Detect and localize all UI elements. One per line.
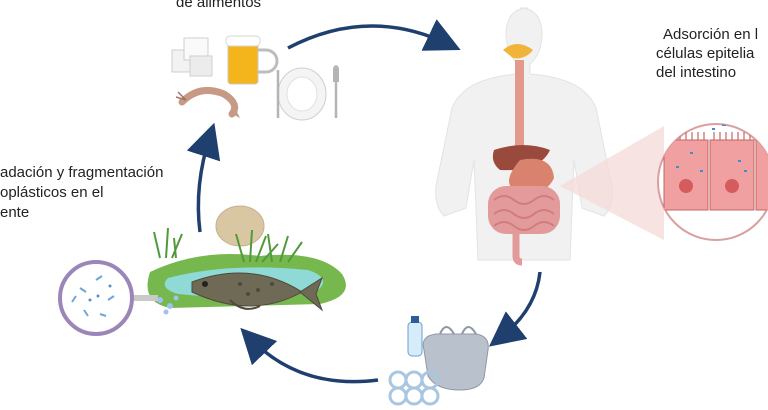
epithelial-cells-zoom	[657, 123, 768, 241]
plastic-bottle-icon	[407, 321, 423, 357]
arrow-waste-to-environment	[240, 327, 379, 384]
cutlery-icon	[276, 65, 339, 118]
grass-icon	[153, 227, 303, 263]
zoom-projection	[560, 126, 664, 240]
label-absorption-line2: células epitelia	[656, 45, 755, 62]
label-degradation-line2: oplásticos en el	[0, 184, 104, 201]
microplastic-dots	[157, 295, 179, 315]
label-degradation-line3: ente	[0, 204, 30, 221]
plastic-waste-illustration	[388, 316, 489, 406]
microplastics-magnified-icon	[58, 260, 158, 336]
plastic-bag-icon	[422, 333, 489, 391]
plate-icon	[277, 67, 327, 121]
environment-illustration	[147, 205, 346, 315]
label-absorption-line3: del intestino	[656, 64, 737, 81]
arrow-food-to-body	[287, 19, 461, 51]
esophagus-shape	[515, 60, 524, 160]
sugar-cubes-icon	[171, 37, 213, 77]
arrow-environment-to-food	[186, 122, 221, 233]
food-illustration	[171, 35, 339, 121]
six-pack-rings-icon	[388, 370, 440, 406]
human-body-illustration	[435, 7, 613, 266]
shrimp-icon	[175, 86, 240, 118]
arrow-body-to-waste	[488, 271, 542, 347]
label-degradation-line1: adación y fragmentación	[0, 164, 164, 181]
mouth-shape	[503, 44, 533, 59]
label-food: de alimentos	[176, 0, 262, 11]
fish-icon	[191, 272, 324, 312]
beer-mug-icon	[225, 35, 279, 85]
soil-clump-icon	[215, 205, 265, 247]
stomach-shape	[509, 158, 554, 193]
label-absorption-line1: Adsorción en l	[663, 26, 759, 43]
